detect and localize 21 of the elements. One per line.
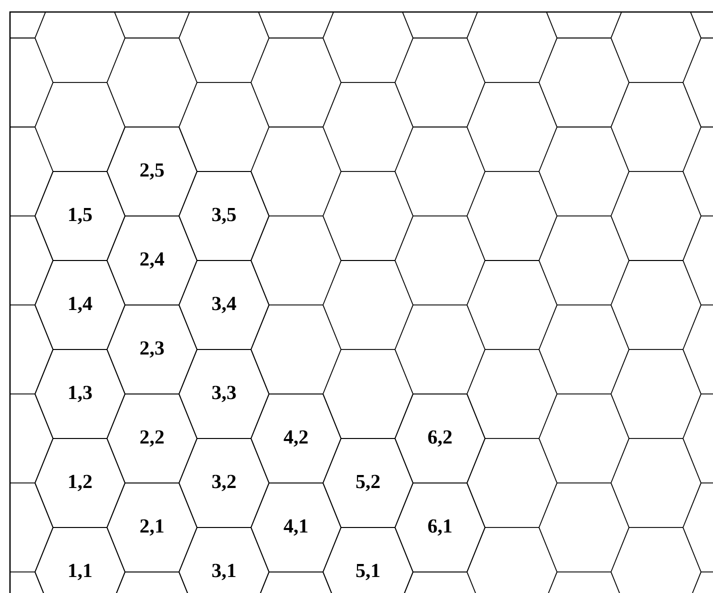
hex-cell: 1,5: [34, 171, 126, 261]
hex-cell: 2,4: [106, 216, 198, 306]
hex-cell: 3,2: [178, 438, 270, 528]
hex-cell: 3,3: [178, 349, 270, 439]
hex-cell: 4,1: [250, 482, 342, 572]
hex-cell: 2,2: [106, 394, 198, 484]
hex-cell: 5,1: [322, 527, 414, 593]
hex-cell: 3,5: [178, 171, 270, 261]
hex-cell: 1,2: [34, 438, 126, 528]
hex-cell: 6,1: [394, 482, 486, 572]
hex-cell: 2,3: [106, 304, 198, 394]
hex-cell: 3,1: [178, 527, 270, 593]
hex-cell: 5,2: [322, 438, 414, 528]
hex-cell: 2,5: [106, 126, 198, 216]
hex-cell: 3,4: [178, 260, 270, 350]
hex-cell: 4,2: [250, 394, 342, 484]
hex-cell: 1,3: [34, 349, 126, 439]
hex-cell: 6,2: [394, 394, 486, 484]
hex-cell: 1,4: [34, 260, 126, 350]
hex-cell: 2,1: [106, 482, 198, 572]
hex-cell: 1,1: [34, 527, 126, 593]
